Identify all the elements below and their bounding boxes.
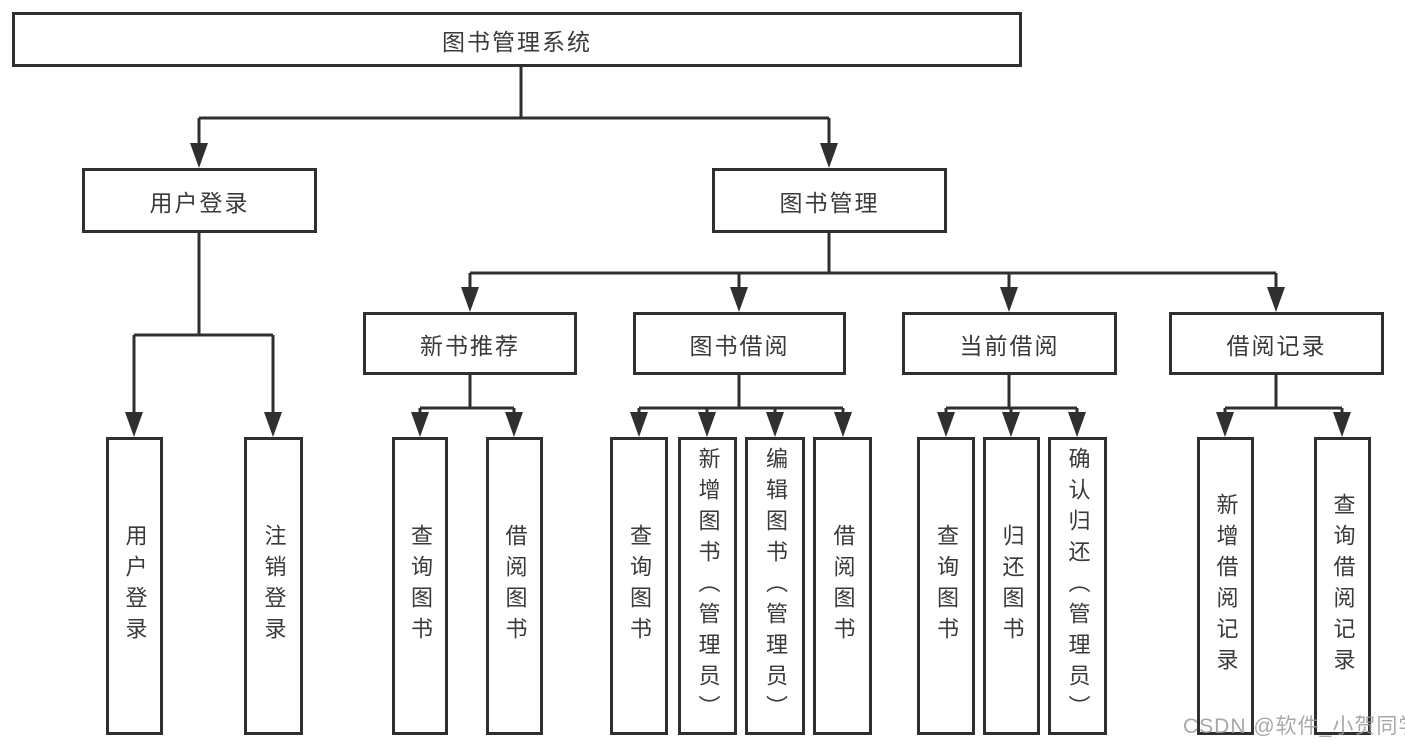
node-new-book-recommend-label: 新书推荐	[420, 332, 520, 359]
node-current-borrowing: 当前借阅	[902, 312, 1117, 375]
arrowhead-down-icon	[1267, 287, 1285, 312]
leaf-query-books-borrowing: 查询图书	[610, 437, 668, 735]
connector-line	[470, 233, 1276, 275]
leaf-query-borrow-record-label: 查询借阅记录	[1330, 493, 1356, 679]
connector-line	[639, 375, 843, 410]
leaf-return-books: 归还图书	[983, 437, 1040, 735]
leaf-borrow-books-borrowing: 借阅图书	[813, 437, 872, 735]
connector-line	[420, 375, 514, 410]
leaf-add-borrow-record: 新增借阅记录	[1197, 437, 1254, 735]
node-root-system-label: 图书管理系统	[442, 28, 592, 55]
arrowhead-down-icon	[411, 412, 429, 437]
leaf-confirm-return-admin-label: 确认归还（管理员）	[1065, 446, 1091, 726]
leaf-user-login: 用户登录	[106, 437, 163, 735]
arrowhead-down-icon	[698, 412, 716, 437]
leaf-query-books-borrowing-label: 查询图书	[627, 524, 652, 648]
leaf-query-books-current-label: 查询图书	[934, 524, 959, 648]
arrowhead-down-icon	[820, 143, 838, 168]
connector-line	[134, 233, 273, 337]
node-book-management-label: 图书管理	[779, 189, 880, 216]
leaf-query-books-current: 查询图书	[917, 437, 975, 735]
leaf-confirm-return-admin: 确认归还（管理员）	[1048, 437, 1107, 735]
leaf-logout-label: 注销登录	[261, 524, 287, 648]
node-current-borrowing-label: 当前借阅	[959, 332, 1060, 359]
node-user-login: 用户登录	[82, 168, 317, 233]
connector-line	[199, 67, 829, 120]
arrowhead-down-icon	[264, 412, 282, 437]
csdn-watermark: CSDN @软件_小贺同学	[1183, 715, 1405, 738]
arrowhead-down-icon	[125, 412, 143, 437]
node-user-login-label: 用户登录	[149, 189, 250, 216]
node-borrowing-records-label: 借阅记录	[1226, 332, 1327, 359]
leaf-add-books-admin-label: 新增图书（管理员）	[695, 446, 721, 726]
node-root-system: 图书管理系统	[12, 12, 1022, 67]
leaf-edit-books-admin: 编辑图书（管理员）	[745, 437, 805, 735]
arrowhead-down-icon	[1002, 412, 1020, 437]
leaf-return-books-label: 归还图书	[999, 524, 1025, 648]
arrowhead-down-icon	[461, 287, 479, 312]
arrowhead-down-icon	[505, 412, 523, 437]
node-book-borrowing: 图书借阅	[633, 312, 846, 375]
node-new-book-recommend: 新书推荐	[363, 312, 577, 375]
connector-line	[1225, 375, 1342, 410]
leaf-query-books-recommend: 查询图书	[392, 437, 448, 735]
leaf-borrow-books-recommend-label: 借阅图书	[502, 524, 528, 648]
node-book-management: 图书管理	[712, 168, 947, 233]
arrowhead-down-icon	[834, 412, 852, 437]
arrowhead-down-icon	[730, 287, 748, 312]
arrowhead-down-icon	[937, 412, 955, 437]
arrowhead-down-icon	[766, 412, 784, 437]
leaf-borrow-books-recommend: 借阅图书	[486, 437, 543, 735]
node-borrowing-records: 借阅记录	[1169, 312, 1384, 375]
leaf-logout: 注销登录	[244, 437, 303, 735]
leaf-add-borrow-record-label: 新增借阅记录	[1213, 493, 1239, 679]
node-book-borrowing-label: 图书借阅	[689, 332, 790, 359]
leaf-borrow-books-borrowing-label: 借阅图书	[830, 524, 856, 648]
arrowhead-down-icon	[630, 412, 648, 437]
arrowhead-down-icon	[1000, 287, 1018, 312]
leaf-query-borrow-record: 查询借阅记录	[1314, 437, 1371, 735]
arrowhead-down-icon	[1068, 412, 1086, 437]
arrowhead-down-icon	[1216, 412, 1234, 437]
arrowhead-down-icon	[190, 143, 208, 168]
leaf-query-books-recommend-label: 查询图书	[408, 524, 433, 648]
leaf-edit-books-admin-label: 编辑图书（管理员）	[763, 446, 788, 726]
leaf-user-login-label: 用户登录	[122, 524, 148, 648]
arrowhead-down-icon	[1333, 412, 1351, 437]
connector-line	[946, 375, 1077, 410]
leaf-add-books-admin: 新增图书（管理员）	[678, 437, 737, 735]
